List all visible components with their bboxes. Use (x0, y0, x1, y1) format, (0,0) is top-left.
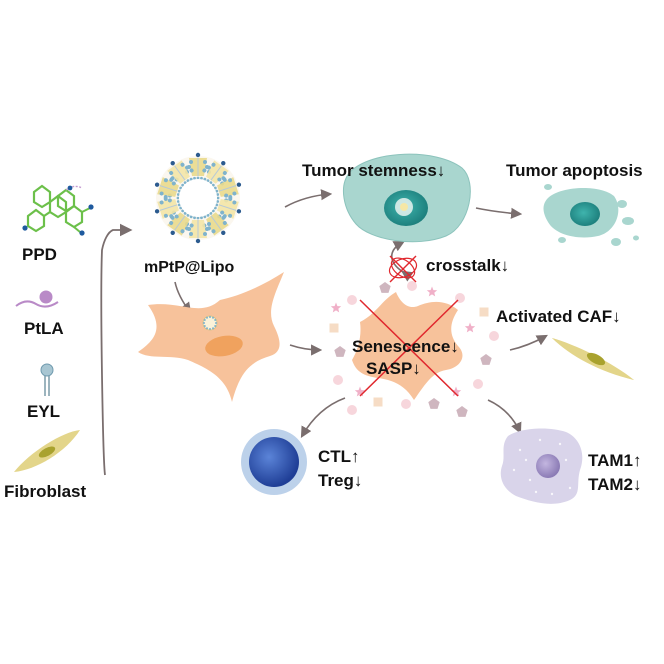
treg-label: Treg↓ (318, 471, 362, 490)
eyl-lipid-icon (40, 363, 54, 396)
crosstalk-arrow (390, 240, 414, 282)
arrow-tumor-to-apoptosis (475, 207, 523, 219)
senescent-fibroblast-icon (352, 292, 463, 400)
ppd-molecule-icon (22, 184, 94, 236)
ctl-label: CTL↑ (318, 447, 360, 466)
sasp-particles (329, 281, 499, 417)
macrophage-icon (500, 428, 583, 504)
fibroblast-label: Fibroblast (4, 482, 87, 501)
tumor-apoptosis-label: Tumor apoptosis (506, 161, 643, 180)
bracket-connector (100, 223, 133, 476)
sasp-label: SASP↓ (366, 359, 421, 378)
senescence-label: Senescence↓ (352, 337, 459, 356)
eyl-label: EYL (27, 402, 60, 421)
activated-caf-label: Activated CAF↓ (496, 307, 621, 326)
nanoparticle-label: mPtP@Lipo (144, 259, 234, 276)
tam2-label: TAM2↓ (588, 475, 642, 494)
arrow-to-activated-caf (509, 334, 548, 351)
fibroblast-with-nanoparticle-icon (138, 272, 284, 402)
arrow-to-tumor (284, 189, 333, 208)
apoptotic-tumor-cell-icon (543, 184, 639, 246)
ptla-label: PtLA (24, 319, 64, 338)
activated-caf-icon (552, 338, 634, 380)
arrow-to-ctl (300, 397, 346, 438)
ptla-molecule-icon (15, 290, 59, 308)
ppd-label: PPD (22, 245, 57, 264)
nanoparticle-icon (154, 152, 242, 244)
tam1-label: TAM1↑ (588, 451, 642, 470)
tumor-cell-icon (342, 153, 471, 243)
fibroblast-cell-icon (14, 430, 80, 472)
arrow-to-tam (487, 399, 522, 435)
tumor-stemness-label: Tumor stemness↓ (302, 161, 445, 180)
crosstalk-label: crosstalk↓ (426, 256, 509, 275)
crosstalk-blocked-icon (388, 255, 418, 283)
t-cell-icon (241, 429, 307, 495)
arrow-fibroblast-to-senescent (289, 344, 323, 356)
